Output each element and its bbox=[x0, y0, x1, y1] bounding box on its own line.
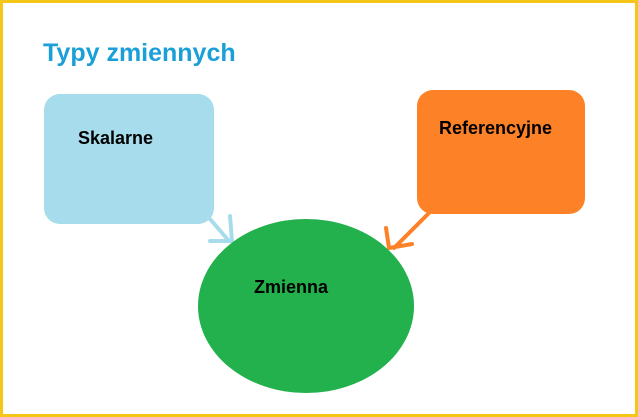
node-scalar: Skalarne bbox=[44, 94, 214, 224]
arrow-scalar-to-variable bbox=[208, 214, 234, 243]
arrow-reference-to-variable bbox=[384, 211, 431, 250]
node-scalar-label: Skalarne bbox=[78, 128, 154, 148]
node-variable: Zmienna bbox=[198, 219, 414, 393]
diagram-title: Typy zmiennych bbox=[43, 39, 236, 67]
node-reference: Referencyjne bbox=[417, 90, 585, 214]
node-variable-label: Zmienna bbox=[254, 277, 329, 297]
node-reference-label: Referencyjne bbox=[439, 118, 553, 138]
